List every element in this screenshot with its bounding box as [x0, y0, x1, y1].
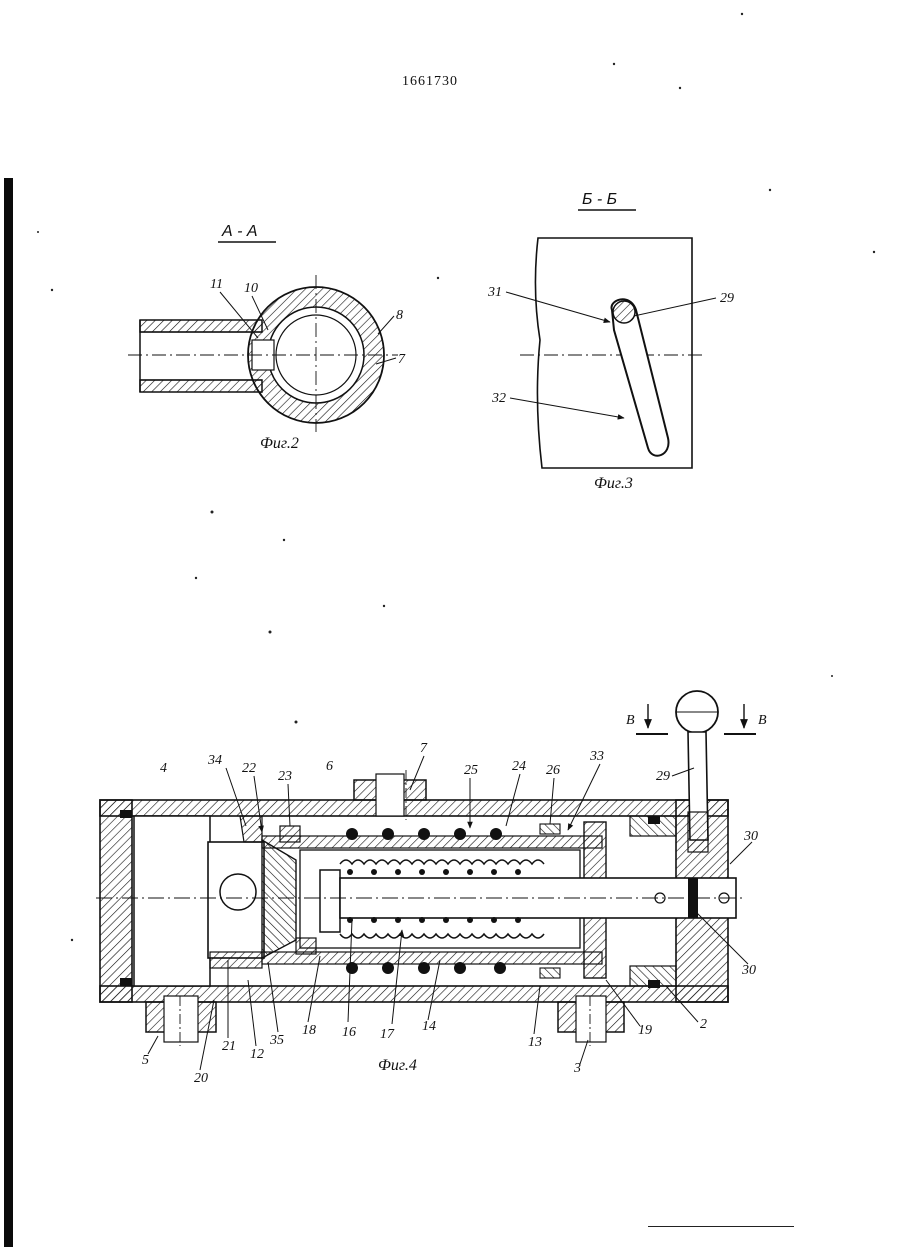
label-17: 17: [380, 1027, 395, 1042]
label-32: 32: [491, 391, 506, 406]
section-marker-b-left: В: [626, 713, 635, 728]
label-2: 2: [700, 1017, 707, 1032]
label-30-top: 30: [743, 829, 758, 844]
label-10: 10: [244, 281, 258, 296]
label-16: 16: [342, 1025, 356, 1040]
caption-fig3: Фиг.3: [594, 475, 633, 492]
section-marker-b-right: В: [758, 713, 767, 728]
label-31: 31: [487, 285, 502, 300]
label-7-fig4: 7: [420, 741, 428, 756]
label-13: 13: [528, 1035, 542, 1050]
label-5: 5: [142, 1053, 149, 1068]
label-34: 34: [207, 753, 222, 768]
label-24: 24: [512, 759, 526, 774]
label-4: 4: [160, 761, 167, 776]
label-8: 8: [396, 308, 403, 323]
label-26: 26: [546, 763, 560, 778]
caption-fig2: Фиг.2: [260, 435, 299, 452]
label-11: 11: [210, 277, 223, 292]
label-23: 23: [278, 769, 292, 784]
label-12: 12: [250, 1047, 264, 1062]
label-22: 22: [242, 761, 256, 776]
label-30-bottom: 30: [741, 963, 756, 978]
figure-4: В В 4 34 22 23 6 7 25 24 26 33 29 30 30 …: [96, 691, 767, 1086]
label-20: 20: [194, 1071, 208, 1086]
label-29: 29: [720, 291, 734, 306]
label-33: 33: [589, 749, 604, 764]
label-14: 14: [422, 1019, 436, 1034]
label-18: 18: [302, 1023, 316, 1038]
caption-fig4: Фиг.4: [378, 1057, 417, 1074]
label-19: 19: [638, 1023, 652, 1038]
figure-3: Б - Б 31 29 32 Фиг.3: [487, 191, 734, 492]
section-title-a-a: А - А: [221, 223, 258, 240]
label-29-fig4: 29: [656, 769, 670, 784]
label-7: 7: [398, 352, 406, 367]
figure-2: А - А 11 10 8 7 Фиг.2: [128, 223, 406, 452]
label-35: 35: [269, 1033, 284, 1048]
section-title-b-b: Б - Б: [582, 191, 617, 208]
label-25: 25: [464, 763, 478, 778]
label-6: 6: [326, 759, 333, 774]
label-21: 21: [222, 1039, 236, 1054]
